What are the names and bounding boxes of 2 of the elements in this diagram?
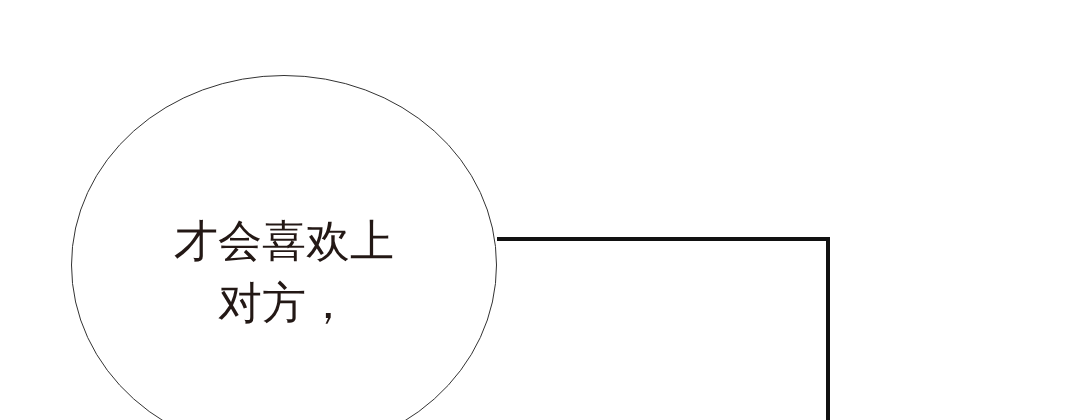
speech-bubble	[71, 75, 497, 420]
dialogue-text: 才会喜欢上对方，	[173, 214, 395, 330]
